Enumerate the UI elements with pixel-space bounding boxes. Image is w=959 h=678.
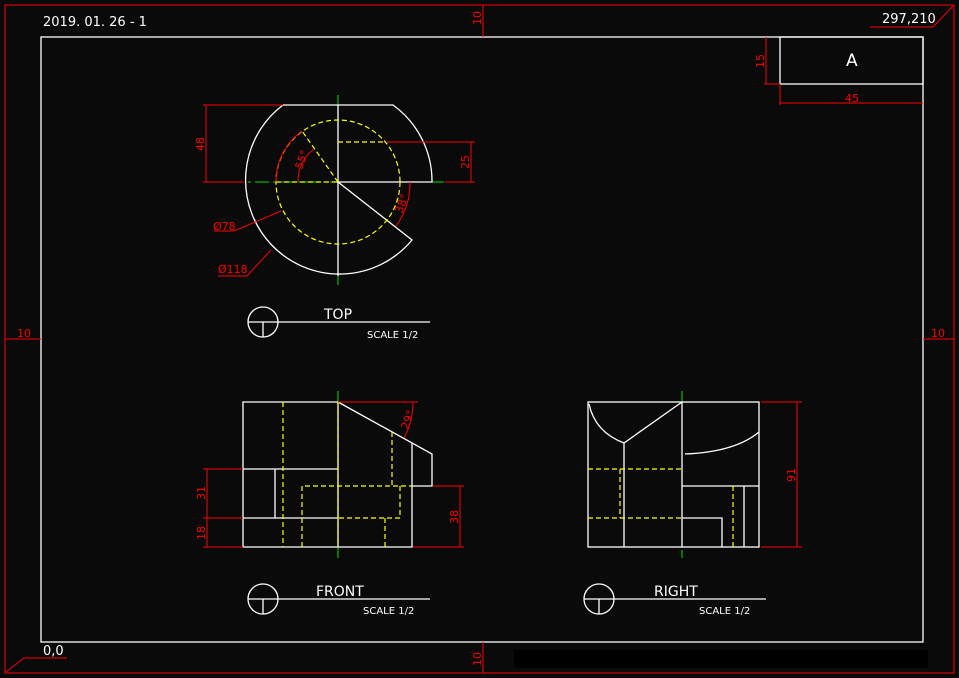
title-width-dim: 45 <box>845 92 859 105</box>
margin-bottom: 10 <box>471 652 484 666</box>
right-height-dim: 91 <box>785 468 798 482</box>
margin-top: 10 <box>471 11 484 25</box>
top-view-scale: SCALE 1/2 <box>367 330 418 341</box>
title-letter: A <box>846 51 858 71</box>
top-outer-dia: Ø118 <box>218 263 248 276</box>
date-label: 2019. 01. 26 - 1 <box>43 15 147 30</box>
top-angle-left: 55° <box>293 148 312 171</box>
front-view-title: FRONT <box>316 584 364 600</box>
margin-right: 10 <box>931 327 945 340</box>
front-view-scale: SCALE 1/2 <box>363 606 414 617</box>
top-angle-right: 38° <box>393 192 412 215</box>
front-right-dim: 38 <box>448 510 461 524</box>
front-upper-dim: 31 <box>195 486 208 500</box>
top-view: 55° 38° 48 25 Ø78 Ø118 <box>194 95 475 285</box>
front-view: 29° 31 18 38 <box>195 391 464 558</box>
top-view-label: TOP SCALE 1/2 <box>247 306 430 341</box>
top-height-dim: 48 <box>194 137 207 151</box>
margin-left: 10 <box>17 327 31 340</box>
title-height-dim: 15 <box>754 54 767 68</box>
top-right-coord: 297,210 <box>882 12 936 27</box>
front-angle-dim: 29° <box>399 408 418 431</box>
top-offset-dim: 25 <box>459 155 472 169</box>
front-lower-dim: 18 <box>195 526 208 540</box>
front-view-label: FRONT SCALE 1/2 <box>247 583 430 617</box>
drawing-frame <box>40 36 924 643</box>
right-view-scale: SCALE 1/2 <box>699 606 750 617</box>
right-view-label: RIGHT SCALE 1/2 <box>583 583 766 617</box>
top-inner-dia: Ø78 <box>213 220 236 233</box>
origin-coord: 0,0 <box>43 644 64 659</box>
right-view: 91 <box>587 391 802 558</box>
outer-border <box>4 4 955 674</box>
title-block: A 15 45 <box>754 36 924 105</box>
top-view-title: TOP <box>323 307 352 323</box>
right-view-title: RIGHT <box>654 584 698 600</box>
